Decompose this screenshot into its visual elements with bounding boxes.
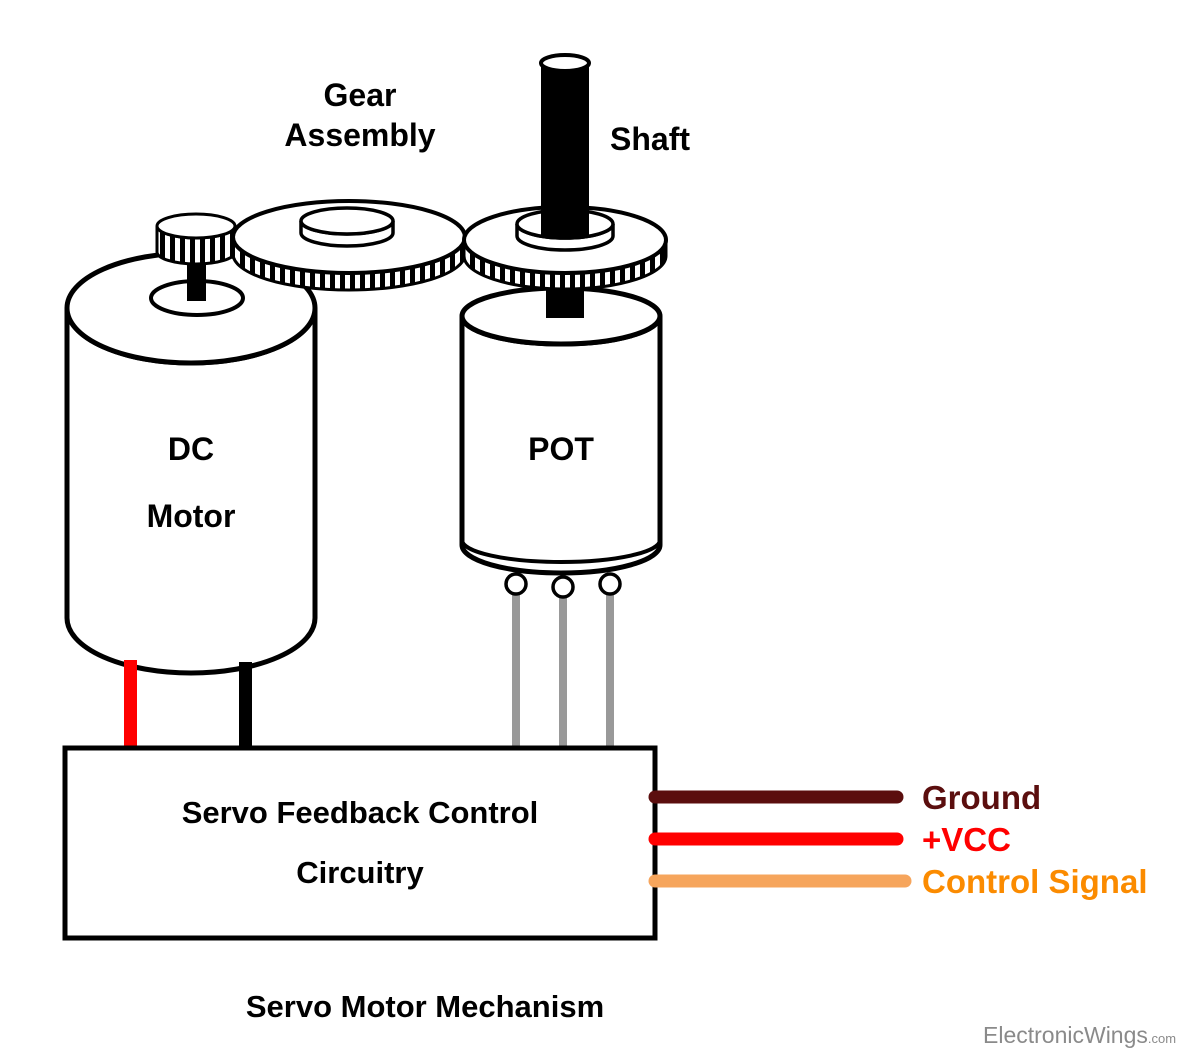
pinion-gear-face [155,212,237,240]
watermark: ElectronicWings.com [983,1022,1176,1049]
shaft-label: Shaft [610,121,690,157]
pot-lead-wire-1 [512,588,520,752]
output-shaft-top [539,53,591,73]
wire-labels: Ground +VCC Control Signal [922,779,1148,900]
control-circuitry-box [62,745,658,941]
pinion-gear-shape [155,212,237,266]
pot-label: POT [528,431,594,467]
pot-lead-wire-2 [559,590,567,752]
pot-lead-wire-3 [606,588,614,752]
gear-assembly-label-line2: Assembly [284,117,436,153]
output-wires [648,790,912,888]
pot-terminal-2 [551,575,575,599]
dc-motor-label-line2: Motor [146,498,236,534]
output-shaft-shape [539,53,591,238]
pot-terminal-1 [504,572,528,596]
circuitry-label-line1: Servo Feedback Control [181,795,539,830]
circuitry-label-line2: Circuitry [296,855,424,890]
pot-shape [459,285,663,576]
diagram-caption: Servo Motor Mechanism [245,989,605,1024]
middle-gear-shape [231,199,467,292]
middle-gear-hub [299,206,395,236]
vcc-wire-label: +VCC [922,821,1011,858]
dc-motor-label-line1: DC [167,431,215,467]
motor-negative-wire [239,662,252,752]
ground-wire-label: Ground [922,779,1041,816]
watermark-brand: ElectronicWings [983,1022,1148,1048]
output-shaft-body [541,62,589,238]
watermark-suffix: .com [1147,1031,1177,1046]
pot-lead-wires [504,572,622,752]
control-signal-wire-label: Control Signal [922,863,1148,900]
motor-power-wires [124,660,252,752]
pot-terminal-3 [598,572,622,596]
pot-bottom-seam [460,539,662,564]
motor-positive-wire [124,660,137,752]
gear-assembly-label-line1: Gear [323,77,397,113]
